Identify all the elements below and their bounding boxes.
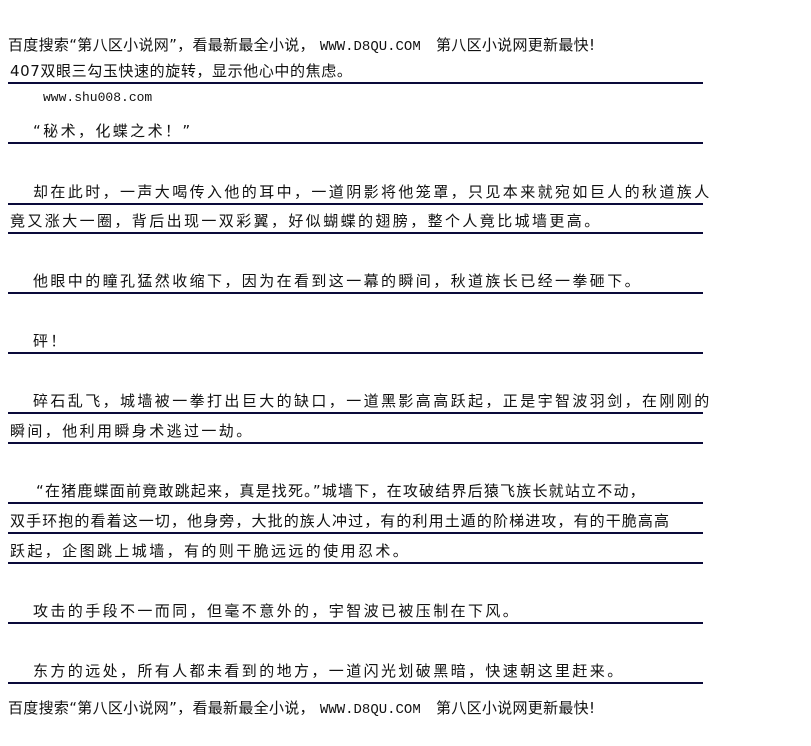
line-text: 他眼中的瞳孔猛然收缩下，因为在看到这一幕的瞬间，秋道族长已经一拳砸下。 bbox=[33, 272, 643, 290]
line-text: 跃起，企图跳上城墙，有的则干脆远远的使用忍术。 bbox=[10, 542, 411, 560]
text-line: 碎石乱飞，城墙被一拳打出巨大的缺口，一道黑影高高跃起，正是宇智波羽剑，在刚刚的 bbox=[8, 390, 709, 414]
line-text: 碎石乱飞，城墙被一拳打出巨大的缺口，一道黑影高高跃起，正是宇智波羽剑，在刚刚的 bbox=[33, 392, 712, 410]
line-text: 双手环抱的看着这一切，他身旁，大批的族人冲过，有的利用土遁的阶梯进攻，有的干脆高… bbox=[10, 512, 671, 530]
chapter-title: 407双眼三勾玉快速的旋转，显示他心中的焦虑。 bbox=[10, 62, 353, 80]
line-text: 砰！ bbox=[33, 332, 68, 350]
text-line: 却在此时，一声大喝传入他的耳中，一道阴影将他笼罩，只见本来就宛如巨人的秋道族人 bbox=[8, 181, 709, 205]
header-banner: 百度搜索“第八区小说网”，看最新最全小说， WWW.D8QU.COM 第八区小说… bbox=[8, 34, 595, 55]
text-line: “秘术，化蝶之术！” bbox=[8, 120, 703, 144]
banner-url[interactable]: WWW.D8QU.COM bbox=[319, 702, 421, 718]
site-url: www.shu008.com bbox=[43, 90, 153, 105]
text-line: 跃起，企图跳上城墙，有的则干脆远远的使用忍术。 bbox=[8, 540, 703, 564]
line-text: 却在此时，一声大喝传入他的耳中，一道阴影将他笼罩，只见本来就宛如巨人的秋道族人 bbox=[33, 183, 712, 201]
text-line: 瞬间，他利用瞬身术逃过一劫。 bbox=[8, 420, 703, 444]
line-text: 攻击的手段不一而同，但毫不意外的，宇智波已被压制在下风。 bbox=[33, 602, 521, 620]
banner-url[interactable]: WWW.D8QU.COM bbox=[319, 39, 421, 55]
chapter-title-row: 407双眼三勾玉快速的旋转，显示他心中的焦虑。 bbox=[8, 60, 703, 84]
text-line: 砰！ bbox=[8, 330, 703, 354]
text-line: 双手环抱的看着这一切，他身旁，大批的族人冲过，有的利用土遁的阶梯进攻，有的干脆高… bbox=[8, 510, 703, 534]
text-line: 他眼中的瞳孔猛然收缩下，因为在看到这一幕的瞬间，秋道族长已经一拳砸下。 bbox=[8, 270, 703, 294]
footer-banner: 百度搜索“第八区小说网”，看最新最全小说， WWW.D8QU.COM 第八区小说… bbox=[8, 697, 595, 718]
text-line: 攻击的手段不一而同，但毫不意外的，宇智波已被压制在下风。 bbox=[8, 600, 703, 624]
line-text: 东方的远处，所有人都未看到的地方，一道闪光划破黑暗，快速朝这里赶来。 bbox=[33, 662, 625, 680]
banner-text: 百度搜索“第八区小说网”，看最新最全小说， bbox=[8, 699, 315, 717]
text-line: 竟又涨大一圈，背后出现一双彩翼，好似蝴蝶的翅膀，整个人竟比城墙更高。 bbox=[8, 210, 703, 234]
line-text: “秘术，化蝶之术！” bbox=[33, 122, 193, 140]
text-line: 东方的远处，所有人都未看到的地方，一道闪光划破黑暗，快速朝这里赶来。 bbox=[8, 660, 703, 684]
banner-slogan: 第八区小说网更新最快! bbox=[435, 36, 596, 54]
text-line: “在猪鹿蝶面前竟敢跳起来，真是找死。”城墙下，在攻破结界后猿飞族长就站立不动， bbox=[8, 480, 703, 504]
line-text: 竟又涨大一圈，背后出现一双彩翼，好似蝴蝶的翅膀，整个人竟比城墙更高。 bbox=[10, 212, 602, 230]
line-text: 瞬间，他利用瞬身术逃过一劫。 bbox=[10, 422, 254, 440]
banner-slogan: 第八区小说网更新最快! bbox=[435, 699, 596, 717]
banner-text: 百度搜索“第八区小说网”，看最新最全小说， bbox=[8, 36, 315, 54]
line-text: “在猪鹿蝶面前竟敢跳起来，真是找死。”城墙下，在攻破结界后猿飞族长就站立不动， bbox=[36, 482, 646, 500]
